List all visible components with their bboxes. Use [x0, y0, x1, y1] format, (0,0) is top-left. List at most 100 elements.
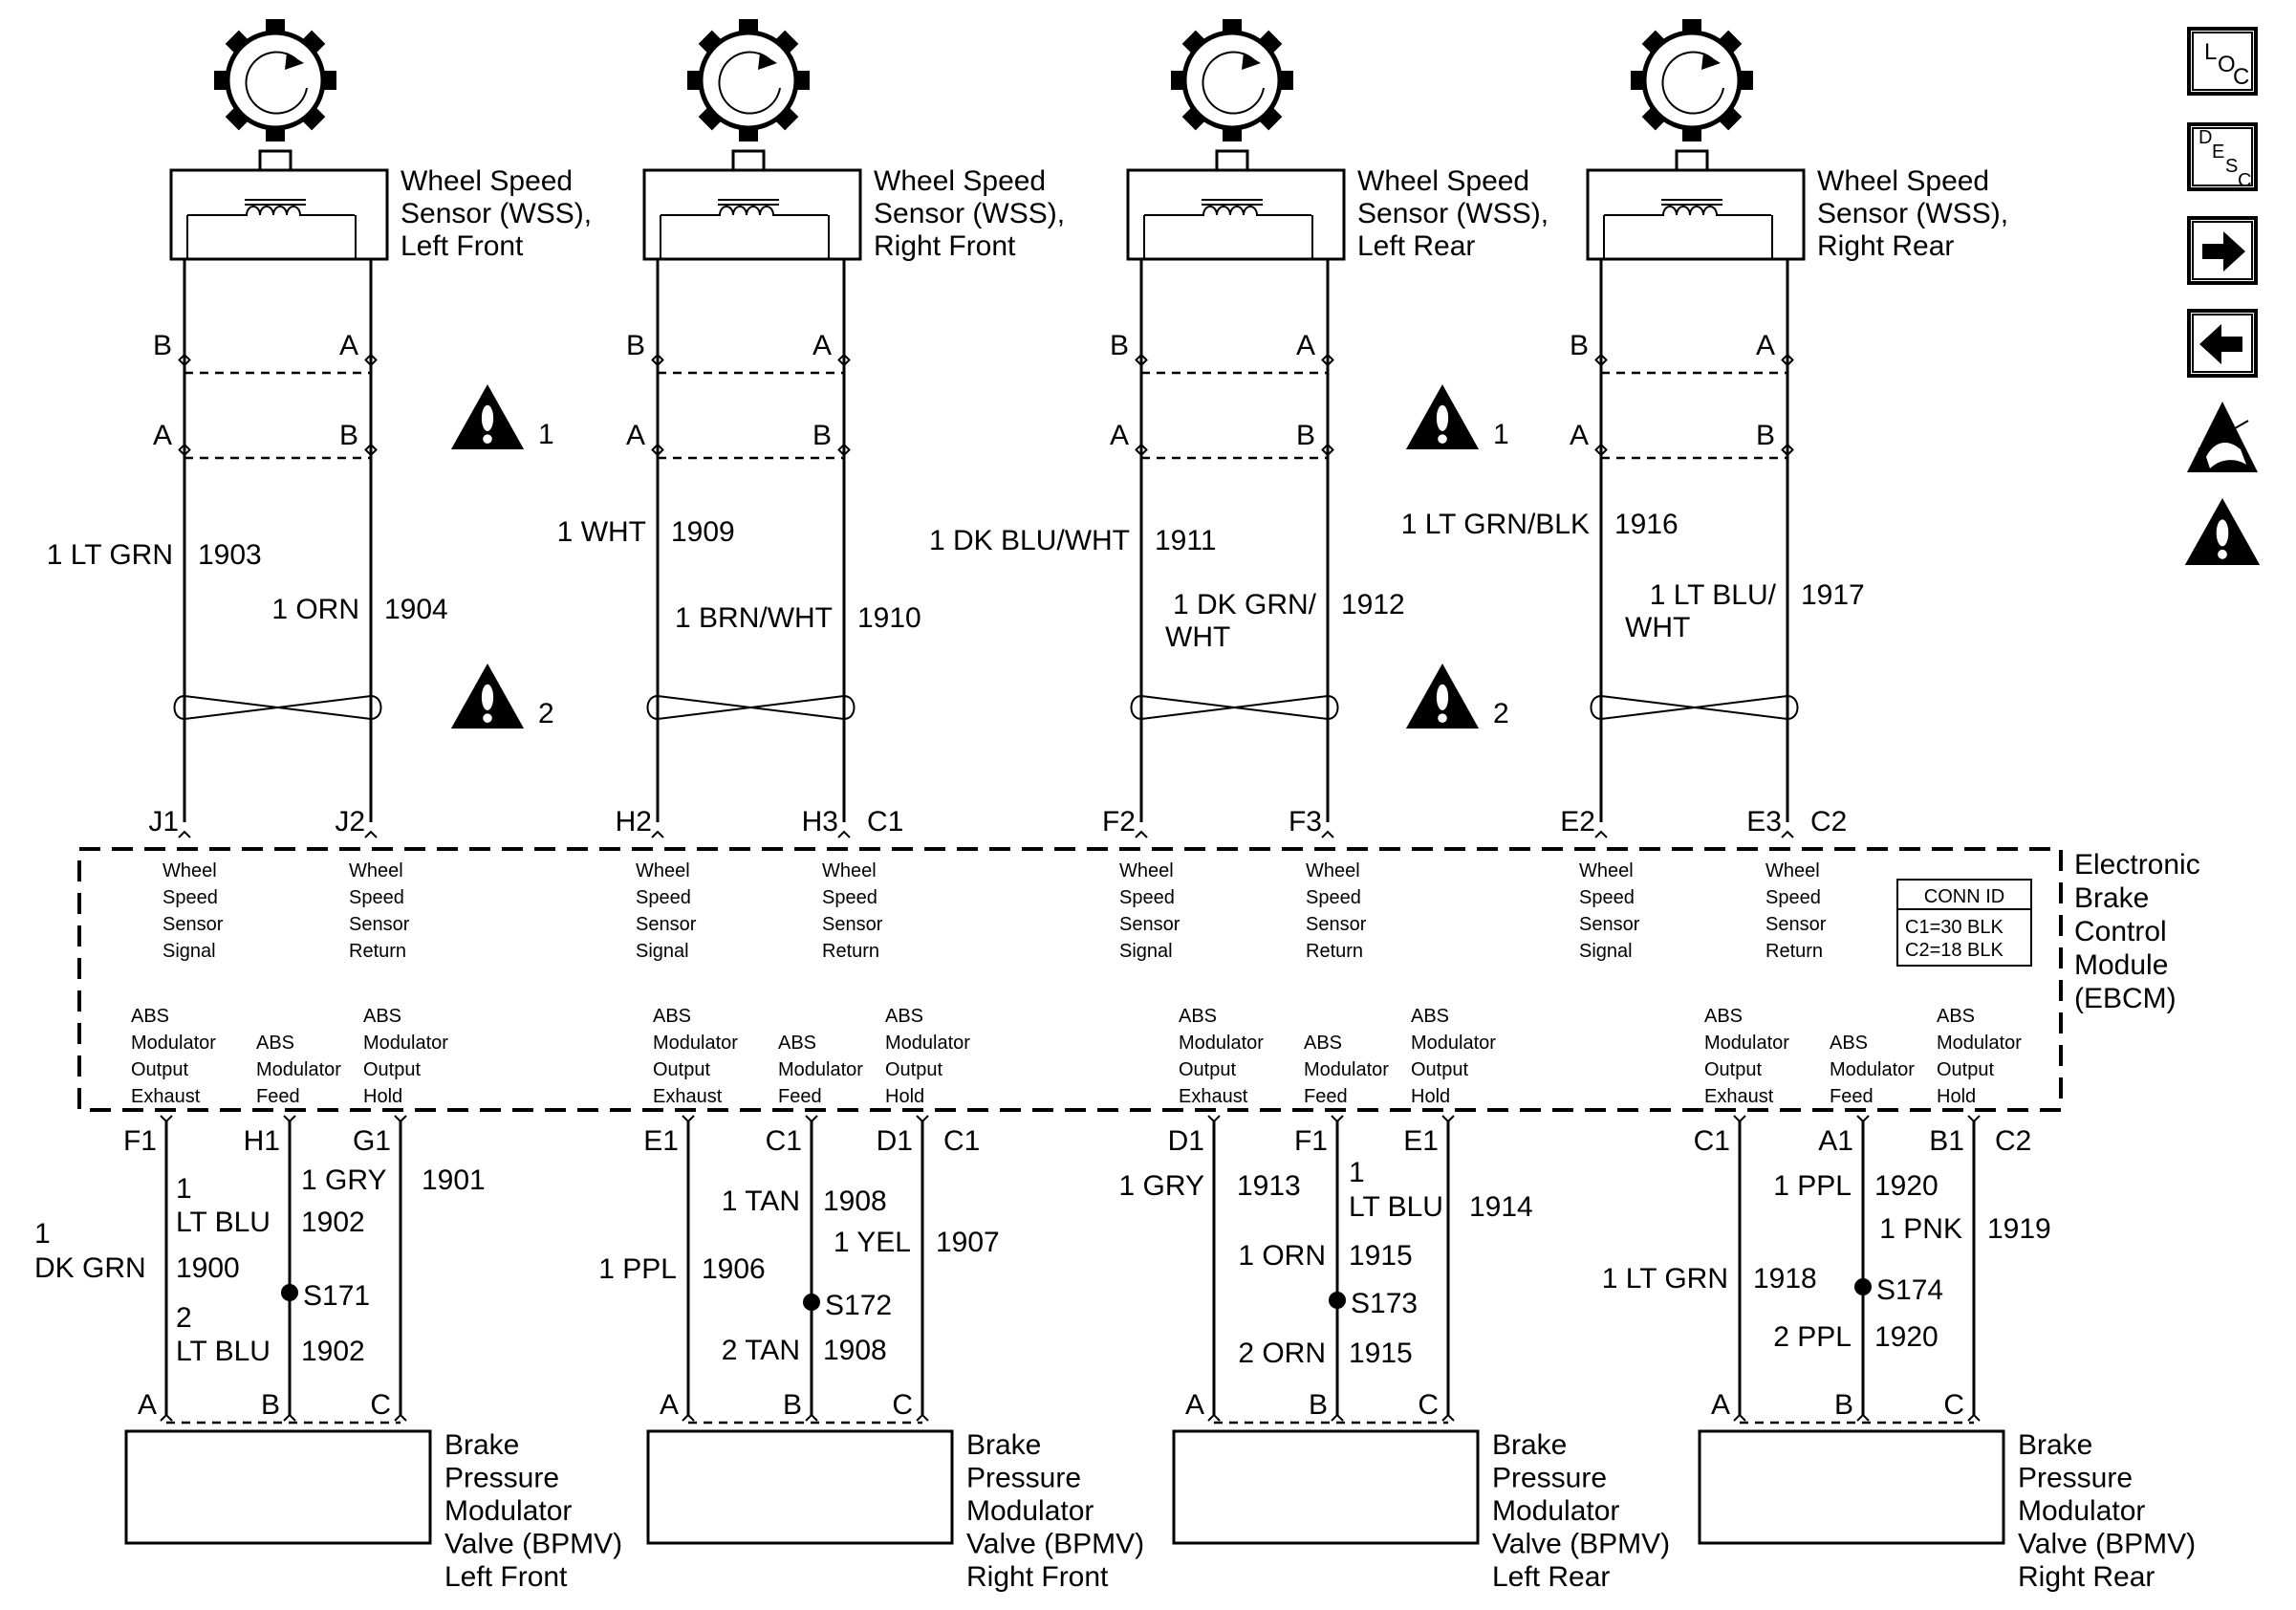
rotation-arrow-head [758, 53, 777, 70]
splice-dot [1854, 1278, 1872, 1295]
button-inner[interactable] [2192, 32, 2253, 91]
pin-function: Output [363, 1059, 421, 1080]
valve-label: Valve (BPMV) [444, 1529, 622, 1560]
previous-page-button[interactable] [2187, 309, 2258, 378]
valve-label: Pressure [444, 1463, 559, 1494]
coil-winding [1144, 206, 1311, 216]
pin-letter: A [1570, 420, 1589, 451]
ebcm-title: Control [2074, 916, 2167, 947]
circuit-number: 1907 [936, 1227, 1000, 1258]
esd-warning-icon [2187, 402, 2258, 472]
wire-gauge-color: 1 ORN [1238, 1240, 1326, 1272]
arrow-right-icon[interactable] [2202, 231, 2245, 272]
pin-function: ABS [256, 1033, 294, 1054]
circuit-number: 1915 [1349, 1240, 1413, 1272]
pin-letter: C [1943, 1389, 1964, 1421]
button-inner[interactable] [2192, 221, 2253, 280]
circuit-number: 1903 [198, 539, 262, 571]
wire-gauge-color: LT BLU [176, 1336, 271, 1367]
arrow-left-icon[interactable] [2199, 324, 2242, 364]
pin-function: Output [653, 1059, 710, 1080]
pin-function: Output [1704, 1059, 1762, 1080]
wire-gauge-color: 1 BRN/WHT [675, 602, 833, 634]
pin-letter: B [1296, 420, 1315, 451]
pin-function: Signal [162, 941, 216, 962]
conn-id-frame [1896, 879, 2032, 967]
circuit-number: 1911 [1155, 525, 1217, 556]
pin-function: Speed [1306, 887, 1361, 908]
pin-mark [1321, 443, 1334, 451]
pin-mark [1135, 353, 1148, 361]
wire-gauge-color: 1 LT GRN [1602, 1263, 1728, 1295]
pin-function: ABS [1830, 1033, 1868, 1054]
pin-function: ABS [778, 1033, 816, 1054]
pin-letter: B [1570, 330, 1589, 361]
pin-function: Exhaust [1704, 1086, 1774, 1107]
pin-mark [1733, 1115, 1746, 1123]
pin-function: Hold [1411, 1086, 1450, 1107]
pin-mark [837, 359, 851, 367]
pin-function: ABS [1179, 1006, 1217, 1027]
pin-mark [364, 359, 378, 367]
pin-mark [1135, 359, 1148, 367]
pin-function: Hold [1937, 1086, 1976, 1107]
pin-function: Speed [162, 887, 218, 908]
pin-function: ABS [1411, 1006, 1449, 1027]
pin-mark [364, 443, 378, 451]
pin-function: Signal [1579, 941, 1633, 962]
pin-letter: B [339, 420, 358, 451]
rotation-arrow [718, 51, 781, 115]
valve-label: Brake [444, 1429, 519, 1461]
pin-function: Modulator [363, 1033, 448, 1054]
ebcm-pin: J1 [148, 806, 179, 838]
sensor-label: Wheel Speed [401, 165, 573, 197]
wire-gauge-color: 2 PPL [1773, 1321, 1852, 1353]
ebcm-pin: B1 [1929, 1125, 1964, 1157]
wire-gauge-color: 1 [1349, 1157, 1365, 1188]
caution-note-number: 1 [538, 419, 554, 450]
pin-mark [178, 359, 191, 367]
pin-function: ABS [363, 1006, 401, 1027]
caution-dot [2218, 549, 2227, 559]
valve-body [124, 1429, 432, 1545]
valve-label: Right Front [966, 1561, 1109, 1593]
pin-letter: B [783, 1389, 802, 1421]
pin-function: Output [885, 1059, 942, 1080]
button-inner[interactable] [2192, 314, 2253, 373]
twisted-pair-symbol [646, 694, 856, 721]
pin-letter: B [1834, 1389, 1853, 1421]
valve-label: Modulator [2018, 1495, 2145, 1527]
desc-letter: C [2238, 170, 2251, 191]
pin-mark [1781, 353, 1794, 361]
next-page-button[interactable] [2187, 216, 2258, 285]
pin-mark [837, 443, 851, 451]
circuit-number: 1913 [1237, 1170, 1301, 1202]
pin-function: Sensor [822, 914, 883, 935]
wire-gauge-color: 1 LT BLU/ [1650, 579, 1777, 611]
button-frame[interactable] [2187, 122, 2258, 191]
pin-mark [1594, 830, 1608, 838]
ebcm-pin: D1 [1168, 1125, 1204, 1157]
pin-function: Exhaust [1179, 1086, 1248, 1107]
pin-mark [1733, 1413, 1746, 1422]
caution-dot [1438, 434, 1447, 444]
rotation-arrow [1661, 51, 1724, 115]
pin-mark [916, 1115, 929, 1123]
conn-id-line: C2=18 BLK [1905, 940, 2004, 961]
pin-letter: A [660, 1389, 679, 1421]
circuit-number: 1901 [422, 1164, 486, 1196]
wire-gauge-color: 1 LT GRN [47, 539, 173, 571]
splice-id: S171 [303, 1280, 370, 1312]
caution-mark [1436, 404, 1449, 431]
wire-gauge-color: 1 GRY [1119, 1170, 1205, 1202]
pin-mark [1321, 353, 1334, 361]
caution-note-number: 1 [1493, 419, 1509, 450]
pin-mark [651, 830, 664, 838]
button-inner[interactable] [2192, 127, 2253, 186]
splice-dot [1329, 1292, 1346, 1309]
button-frame[interactable] [2187, 27, 2258, 96]
